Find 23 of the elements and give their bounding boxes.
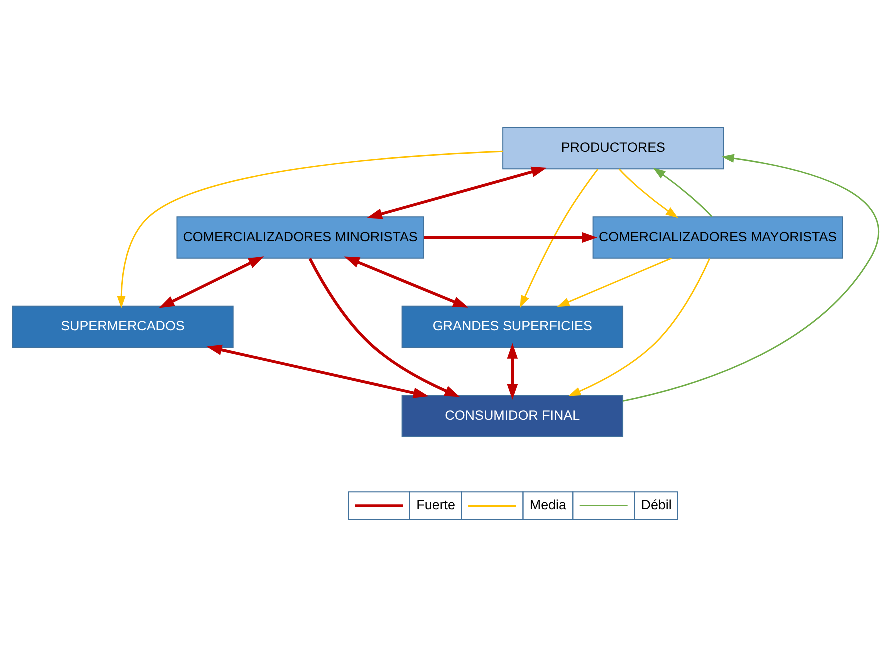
arrow — [520, 168, 599, 308]
arrow — [159, 256, 264, 308]
arrow — [117, 150, 504, 308]
legend-label: Fuerte — [416, 498, 456, 513]
node-box: GRANDES SUPERFICIES — [402, 306, 624, 348]
node-box: CONSUMIDOR FINAL — [402, 395, 624, 438]
arrow — [507, 343, 518, 400]
arrow — [568, 258, 711, 396]
arrow — [424, 232, 598, 244]
arrow — [344, 256, 469, 308]
node-box: SUPERMERCADOS — [12, 306, 234, 348]
node-box: PRODUCTORES — [502, 127, 724, 170]
legend-label: Débil — [641, 498, 672, 513]
arrow — [366, 166, 548, 220]
node-box: COMERCIALIZADORES MAYORISTAS — [592, 216, 844, 259]
node-box: COMERCIALIZADORES MINORISTAS — [176, 216, 424, 259]
arrow — [557, 258, 672, 308]
arrow — [618, 168, 678, 218]
arrow — [653, 168, 713, 218]
legend-label: Media — [530, 498, 567, 513]
arrow — [308, 258, 460, 398]
arrow — [623, 154, 880, 402]
arrow — [206, 344, 429, 398]
